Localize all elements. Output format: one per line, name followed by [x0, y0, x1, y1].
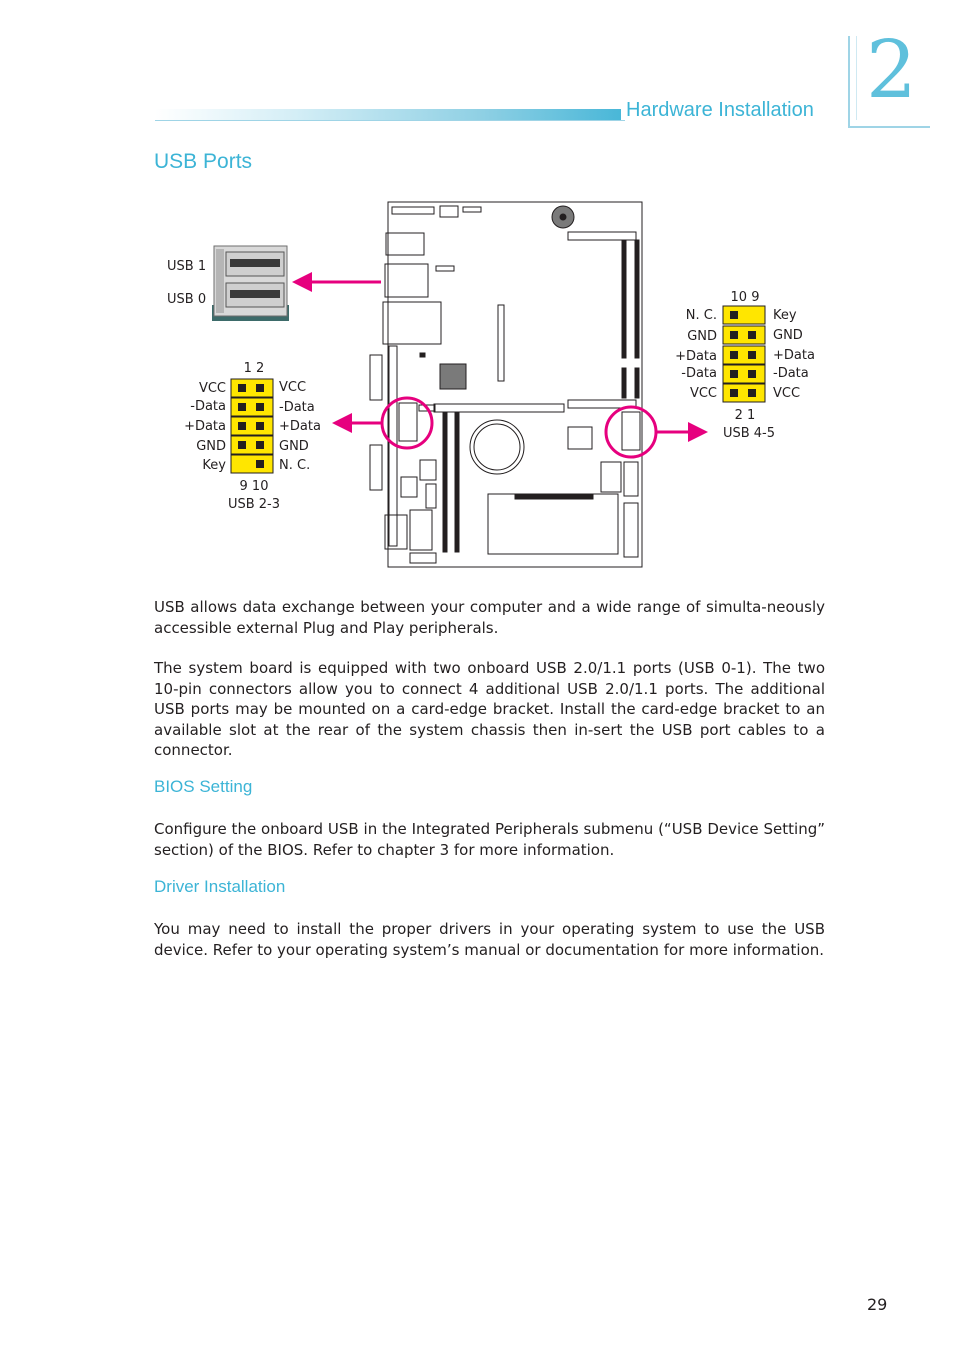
usb23-left-label: Key: [202, 458, 226, 473]
page-number: 29: [867, 1295, 888, 1314]
intro-paragraph: USB allows data exchange between your co…: [154, 598, 825, 637]
usb1-label: USB 1: [167, 259, 206, 274]
usb23-right-label: +Data: [279, 419, 321, 434]
usb23-left-label: +Data: [184, 419, 226, 434]
rear-port-arrow: [292, 272, 381, 292]
usb23-left-label: -Data: [190, 399, 226, 414]
driver-installation-paragraph: You may need to install the proper drive…: [154, 920, 825, 959]
usb45-right-label: VCC: [773, 386, 800, 401]
usb23-pin-bottom: 9 10: [240, 479, 269, 494]
usb45-arrow: [656, 422, 708, 442]
usb23-left-label: GND: [196, 439, 226, 454]
usb23-right-label: GND: [279, 439, 309, 454]
usb45-left-label: GND: [687, 329, 717, 344]
usb23-right-label: VCC: [279, 380, 306, 395]
usb45-pin-bottom: 2 1: [735, 408, 756, 423]
usb45-pin-header: [722, 305, 766, 403]
usb45-left-label: +Data: [675, 349, 717, 364]
usb23-left-label: VCC: [199, 381, 226, 396]
usb45-right-label: Key: [773, 308, 797, 323]
system-board: [369, 201, 643, 568]
bios-setting-paragraph: Configure the onboard USB in the Integra…: [154, 820, 825, 859]
usb45-left-label: -Data: [681, 366, 717, 381]
usb-board-diagram: USB 1 USB 0: [167, 201, 815, 568]
usb-rear-port-image: [212, 245, 289, 321]
usb23-arrow: [332, 413, 382, 433]
usb45-right-label: -Data: [773, 366, 809, 381]
usb45-left-label: N. C.: [686, 308, 717, 323]
chapter-tab: [848, 36, 930, 128]
driver-installation-title: Driver Installation: [154, 877, 286, 896]
usb23-right-label: -Data: [279, 400, 315, 415]
usb45-left-label: VCC: [690, 386, 717, 401]
usb23-right-label: N. C.: [279, 458, 310, 473]
header-rule: [155, 109, 625, 121]
usb23-pin-top: 1 2: [244, 361, 265, 376]
usb45-pin-top: 10 9: [731, 290, 760, 305]
board-paragraph: The system board is equipped with two on…: [154, 659, 825, 759]
usb23-pin-header: [230, 378, 274, 474]
usb0-label: USB 0: [167, 292, 206, 307]
usb23-name: USB 2-3: [228, 497, 280, 512]
usb45-right-label: GND: [773, 328, 803, 343]
usb45-right-label: +Data: [773, 348, 815, 363]
header-title: Hardware Installation: [626, 99, 814, 121]
bios-setting-title: BIOS Setting: [154, 777, 253, 796]
usb45-name: USB 4-5: [723, 426, 775, 441]
chapter-number: 2: [866, 23, 917, 116]
section-title: USB Ports: [154, 150, 253, 173]
